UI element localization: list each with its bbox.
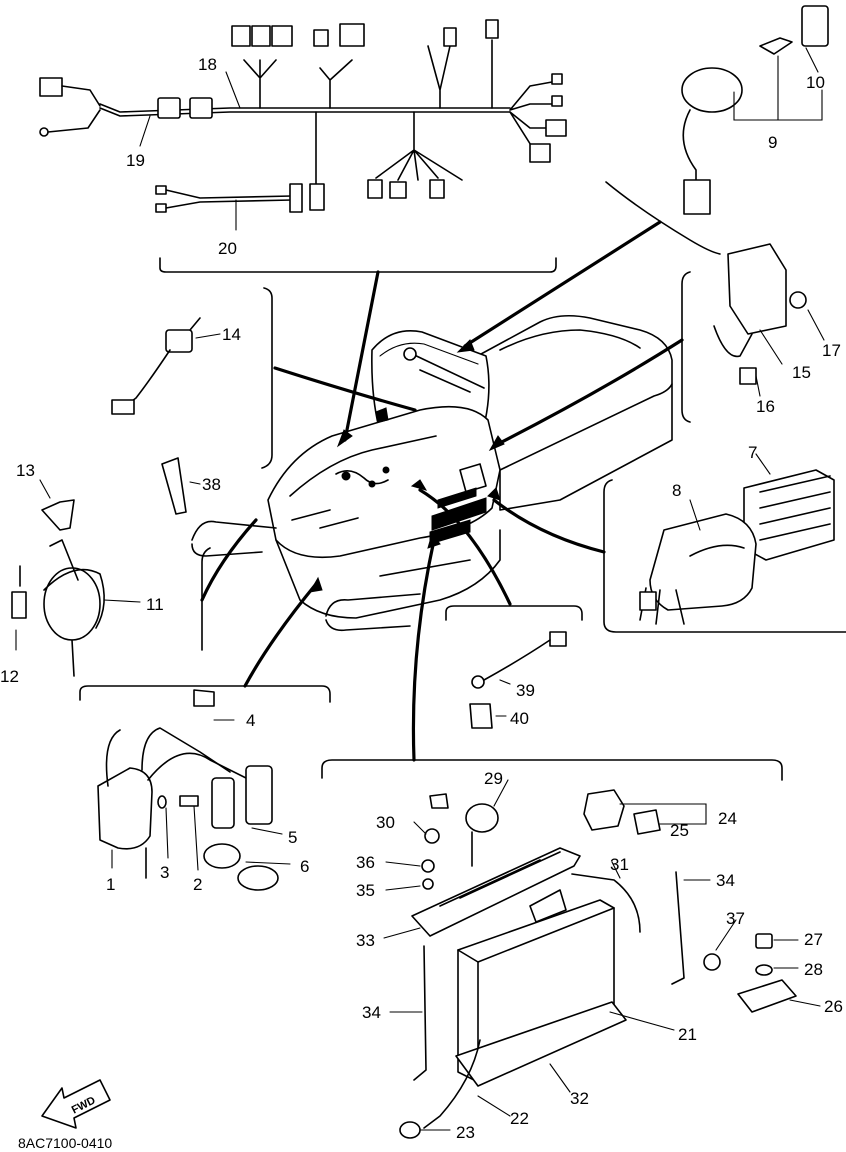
- callout-24: 24: [718, 809, 737, 828]
- callout-11: 11: [146, 595, 164, 614]
- callout-40: 40: [510, 709, 529, 728]
- callout-34-lower: 34: [362, 1003, 381, 1022]
- throttle-switch: [111, 317, 221, 415]
- snowmobile-body: [191, 314, 673, 632]
- callout-20: 20: [218, 239, 237, 258]
- callout-25: 25: [670, 821, 689, 840]
- cable-band: [161, 457, 187, 515]
- callout-7: 7: [748, 443, 757, 462]
- callout-21: 21: [678, 1025, 697, 1044]
- wire-harness: [39, 19, 567, 231]
- callout-9: 9: [768, 133, 777, 152]
- callout-14: 14: [222, 325, 241, 344]
- callout-30: 30: [376, 813, 395, 832]
- callout-15: 15: [792, 363, 811, 382]
- callout-numbers: 1 2 3 4 5 6 7 8 9 10 11 12 13 14 15 16 1…: [0, 55, 843, 1142]
- callout-16: 16: [756, 397, 775, 416]
- callout-6: 6: [300, 857, 309, 876]
- callout-13: 13: [16, 461, 35, 480]
- group-brackets: [79, 181, 846, 781]
- callout-29: 29: [484, 769, 503, 788]
- callout-3: 3: [160, 863, 169, 882]
- battery-assembly: [383, 779, 821, 1139]
- horn-assembly: [11, 479, 141, 677]
- callout-39: 39: [516, 681, 535, 700]
- callout-35: 35: [356, 881, 375, 900]
- callout-34-upper: 34: [716, 871, 735, 890]
- callout-10: 10: [806, 73, 825, 92]
- callout-32: 32: [570, 1089, 589, 1108]
- callout-12: 12: [0, 667, 19, 686]
- callout-36: 36: [356, 853, 375, 872]
- callout-1: 1: [106, 875, 115, 894]
- oil-level-parts: [469, 631, 567, 729]
- ignition-coil: [97, 689, 291, 891]
- callout-33: 33: [356, 931, 375, 950]
- callout-27: 27: [804, 930, 823, 949]
- cdi-unit: [639, 453, 835, 625]
- relay-unit: [713, 243, 825, 397]
- pointer-lines: [200, 220, 684, 762]
- callout-4: 4: [246, 711, 255, 730]
- callout-8: 8: [672, 481, 681, 500]
- main-switch: [681, 5, 829, 215]
- callout-28: 28: [804, 960, 823, 979]
- callout-26: 26: [824, 997, 843, 1016]
- callout-37: 37: [726, 909, 745, 928]
- diagram-code: 8AC7100-0410: [18, 1135, 112, 1151]
- callout-22: 22: [510, 1109, 529, 1128]
- callout-19: 19: [126, 151, 145, 170]
- callout-31: 31: [610, 855, 629, 874]
- callout-5: 5: [288, 828, 297, 847]
- fwd-arrow-icon: FWD: [41, 1079, 111, 1129]
- callout-38: 38: [202, 475, 221, 494]
- callout-17: 17: [822, 341, 841, 360]
- callout-23: 23: [456, 1123, 475, 1142]
- callout-18: 18: [198, 55, 217, 74]
- callout-2: 2: [193, 875, 202, 894]
